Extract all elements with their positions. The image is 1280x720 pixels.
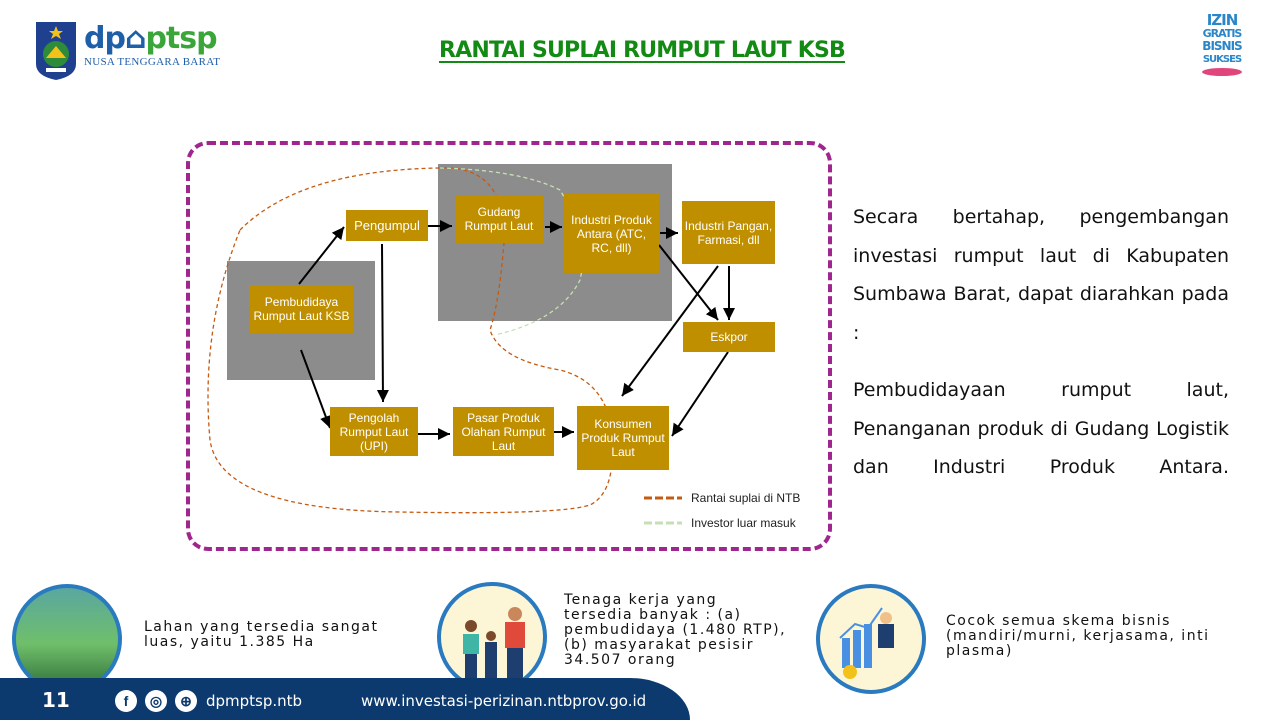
node-industri-antara: Industri Produk Antara (ATC, RC, dll) — [564, 194, 659, 273]
diagram-frame — [186, 141, 832, 551]
workers-image — [437, 582, 547, 692]
badge-line: SUKSES — [1202, 54, 1242, 65]
arrow-pangan-konsumen — [621, 265, 719, 397]
fact-land: Lahan yang tersedia sangat luas, yaitu 1… — [144, 619, 379, 650]
legend-investor-label: Investor luar masuk — [691, 516, 796, 530]
instagram-icon[interactable]: ◎ — [145, 690, 167, 712]
node-pembudidaya: Pembudidaya Rumput Laut KSB — [250, 285, 353, 333]
arrow-pembudidaya-pengolah — [300, 349, 332, 429]
arrow-industri-eskpor — [658, 244, 719, 321]
arrow-eskpor-konsumen — [671, 351, 729, 437]
node-gudang: Gudang Rumput Laut — [455, 195, 543, 243]
website-link[interactable]: www.investasi-perizinan.ntbprov.go.id — [361, 692, 647, 710]
node-eskpor: Eskpor — [683, 322, 775, 352]
legend-ntb-label: Rantai suplai di NTB — [691, 491, 801, 505]
fact-labor: Tenaga kerja yang tersedia banyak : (a) … — [564, 592, 787, 668]
badge-island-icon — [1202, 68, 1242, 76]
badge-line: GRATIS — [1202, 27, 1243, 40]
node-pengumpul: Pengumpul — [346, 210, 428, 241]
page-title: RANTAI SUPLAI RUMPUT LAUT KSB — [439, 38, 846, 63]
ntb-emblem-logo — [34, 20, 78, 82]
arrow-pengumpul-pengolah — [376, 243, 389, 403]
badge-line: BISNIS — [1202, 39, 1242, 53]
intro-paragraph: Secara bertahap, pengembangan investasi … — [853, 206, 1229, 344]
badge-line: IZIN — [1206, 11, 1239, 29]
investor-path — [439, 167, 584, 336]
logo-ptsp: ptsp — [145, 21, 217, 56]
page-number: 11 — [42, 688, 70, 712]
seaweed-image — [12, 584, 122, 694]
node-pasar: Pasar Produk Olahan Rumput Laut — [453, 407, 554, 456]
arrow-pembudidaya-pengumpul — [298, 226, 345, 285]
business-image — [816, 584, 926, 694]
logo-region: NUSA TENGGARA BARAT — [84, 56, 221, 68]
house-icon: ⌂ — [124, 21, 147, 56]
fact-schemes: Cocok semua skema bisnis (mandiri/murni,… — [946, 613, 1210, 659]
supply-chain-ntb-path — [207, 167, 614, 514]
social-handle[interactable]: dpmptsp.ntb — [206, 692, 303, 710]
node-industri-pangan: Industri Pangan, Farmasi, dll — [682, 201, 775, 264]
node-pengolah: Pengolah Rumput Laut (UPI) — [330, 407, 418, 456]
logo-dp: dp — [84, 21, 126, 56]
globe-icon[interactable]: ⊕ — [175, 690, 197, 712]
facebook-icon[interactable]: f — [115, 690, 137, 712]
izin-gratis-badge: IZIN GRATIS BISNIS SUKSES — [1198, 11, 1246, 92]
points-paragraph: Pembudidayaan rumput laut, Penanganan pr… — [853, 379, 1229, 478]
node-konsumen: Konsumen Produk Rumput Laut — [577, 406, 669, 470]
dpmptsp-logo: dp⌂ptsp NUSA TENGGARA BARAT — [84, 21, 221, 69]
